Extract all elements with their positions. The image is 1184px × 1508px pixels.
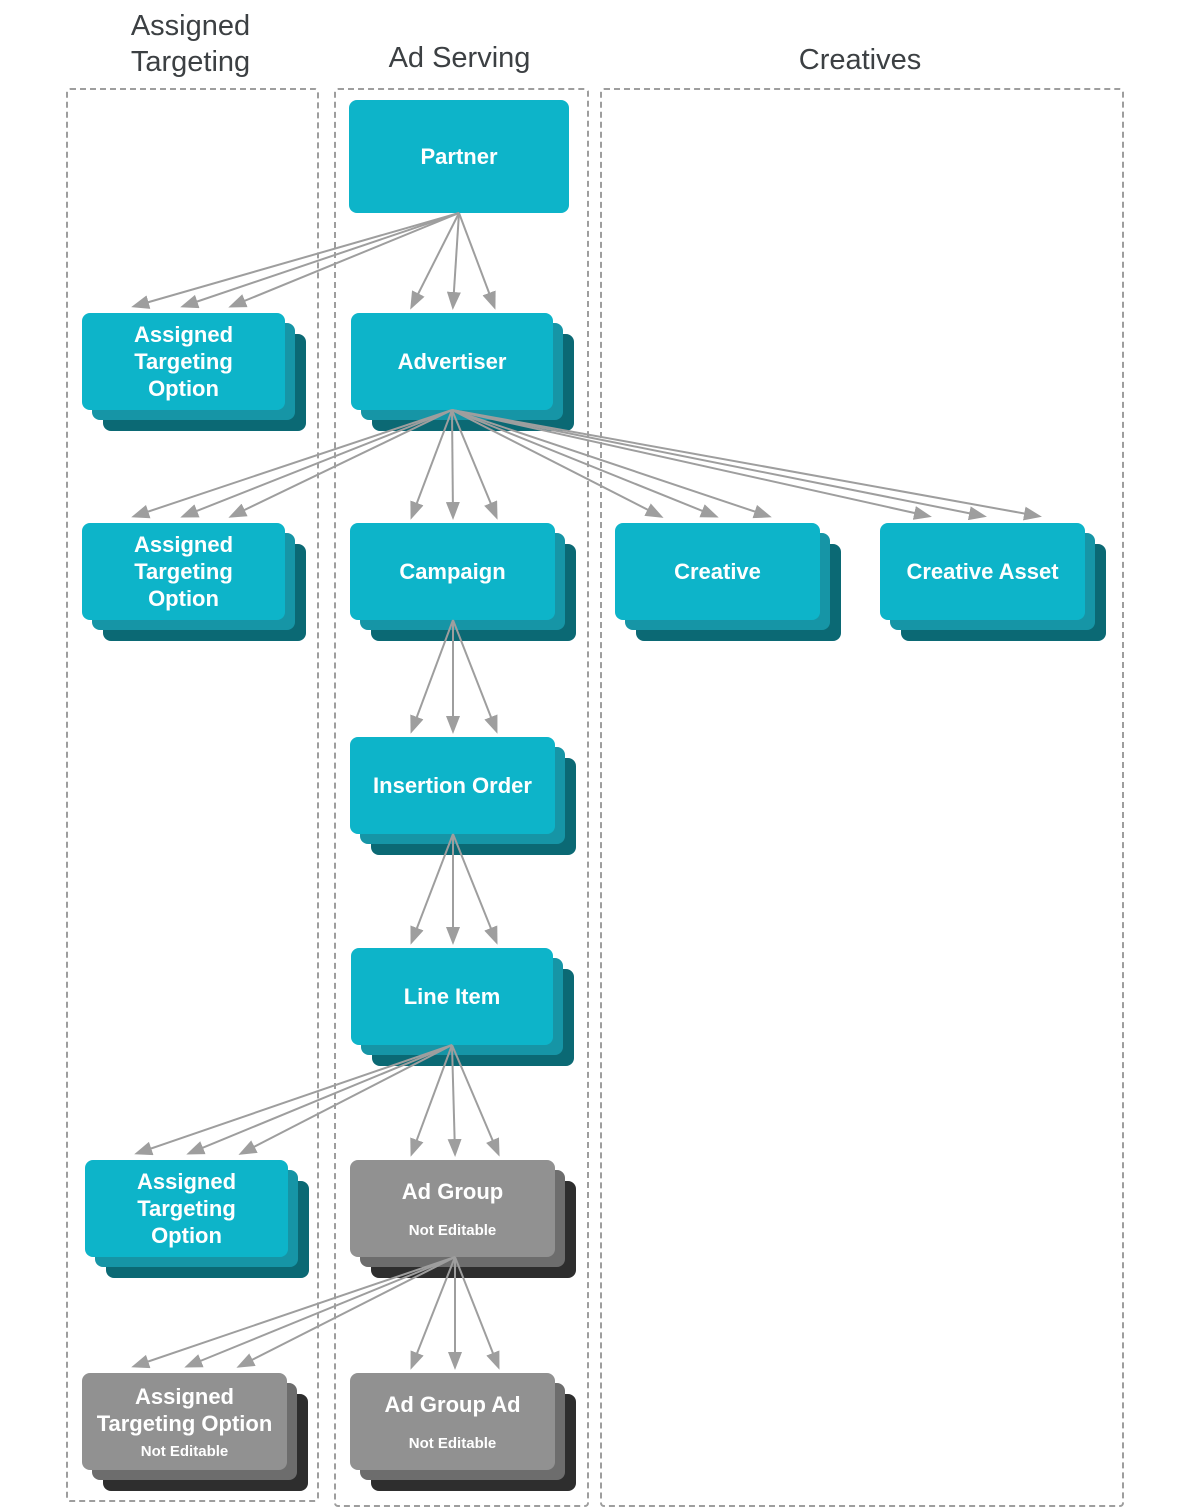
node-assigned-targeting-option-advertiser: Assigned Targeting Option [82,523,306,641]
node-label: Assigned Targeting Option [96,1383,273,1436]
node-assigned-targeting-option-partner: Assigned Targeting Option [82,313,306,431]
node-creative-asset: Creative Asset [880,523,1106,641]
node-creative: Creative [615,523,841,641]
column-frame-assigned-targeting [66,88,319,1502]
node-campaign: Campaign [350,523,576,641]
node-ad-group-ad: Ad Group Ad Not Editable [350,1373,576,1491]
column-frame-creatives [600,88,1124,1507]
node-line-item-label: Line Item [403,983,501,1009]
column-header-ad-serving: Ad Serving [388,42,531,74]
column-frame-ad-serving [334,88,589,1507]
node-ad-group-ad-label: Ad Group Ad [384,1392,521,1418]
column-header-assigned-targeting: Assigned Targeting [130,10,251,79]
not-editable-badge: Not Editable [408,1221,497,1239]
node-assigned-targeting-option-line-item: Assigned Targeting Option [85,1160,309,1278]
node-advertiser: Advertiser [351,313,574,431]
node-creative-asset-label: Creative Asset [906,558,1059,584]
node-insertion-order-label: Insertion Order [373,772,532,798]
node-assigned-targeting-option-ad-group: Assigned Targeting Option Not Editable [82,1373,308,1491]
node-ad-group: Ad Group Not Editable [350,1160,576,1278]
node-campaign-label: Campaign [399,558,506,584]
node-partner: Partner [349,100,569,213]
node-label: Assigned Targeting Option [136,1168,237,1249]
node-label: Assigned Targeting Option [133,531,234,612]
node-ad-group-label: Ad Group [401,1179,504,1205]
node-creative-label: Creative [674,558,761,584]
node-label: Assigned Targeting Option [133,321,234,402]
node-insertion-order: Insertion Order [350,737,576,855]
column-header-creatives: Creatives [798,44,922,76]
node-partner-label: Partner [420,143,498,169]
not-editable-badge: Not Editable [140,1443,229,1461]
node-line-item: Line Item [351,948,574,1066]
node-advertiser-label: Advertiser [397,348,507,374]
not-editable-badge: Not Editable [408,1434,497,1452]
